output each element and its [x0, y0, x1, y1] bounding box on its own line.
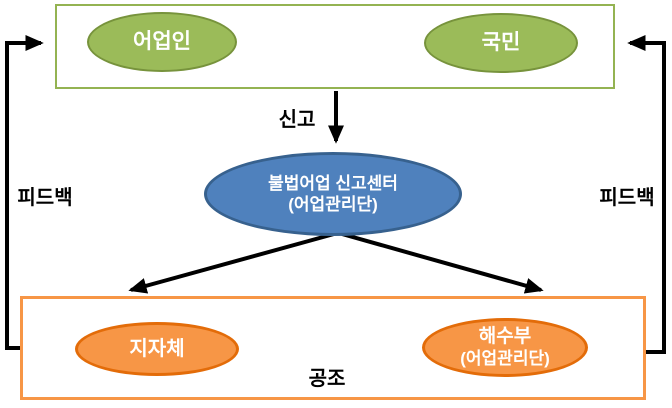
node-ministry-line2: (어업관리단)	[460, 348, 550, 368]
node-citizens: 국민	[424, 13, 578, 73]
node-local-government: 지자체	[75, 322, 239, 376]
report-label: 신고	[278, 109, 316, 131]
node-report-center: 불법어업 신고센터 (어업관리단)	[204, 152, 462, 236]
dispatch-arrow-right	[341, 232, 544, 294]
node-fishermen: 어업인	[87, 12, 237, 72]
feedback-line-left	[5, 35, 44, 350]
node-ministry: 해수부 (어업관리단)	[422, 318, 588, 377]
cooperation-label: 공조	[308, 368, 346, 390]
node-local-government-label: 지자체	[129, 337, 185, 360]
feedback-label-left: 피드백	[17, 187, 73, 209]
node-fishermen-label: 어업인	[133, 29, 191, 53]
node-report-center-line1: 불법어업 신고센터	[268, 173, 398, 193]
node-report-center-line2: (어업관리단)	[288, 195, 378, 214]
feedback-label-right: 피드백	[599, 187, 655, 209]
feedback-line-right	[627, 35, 666, 354]
node-citizens-label: 국민	[481, 30, 521, 54]
node-ministry-line1: 해수부	[478, 325, 532, 347]
dispatch-arrow-left	[128, 232, 335, 294]
